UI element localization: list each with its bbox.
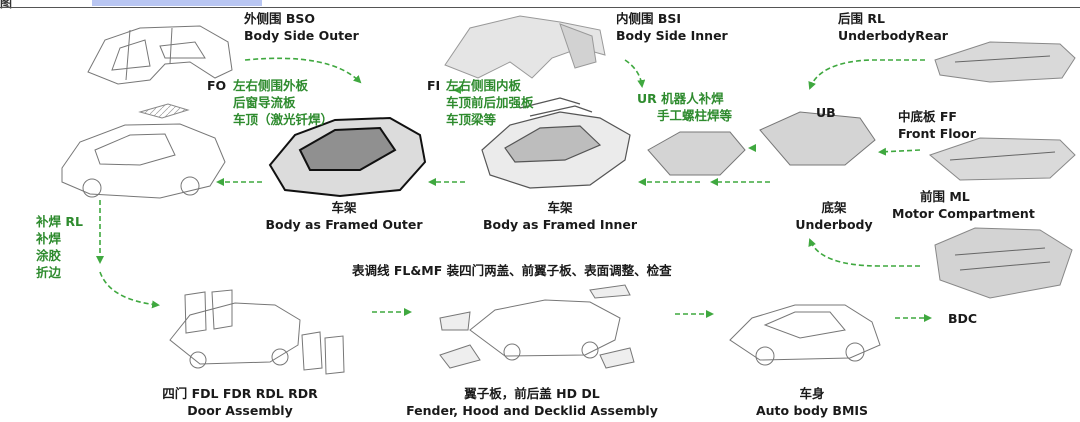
rl-en: UnderbodyRear bbox=[838, 28, 948, 43]
rl-weld-line-2: 补焊 bbox=[36, 231, 62, 246]
caption-bar: 图 bbox=[0, 0, 1080, 10]
ml-cn: 前围 ML bbox=[920, 189, 970, 204]
bsi-label: 内侧围 BSI Body Side Inner bbox=[616, 10, 728, 44]
ff-label: 中底板 FF Front Floor bbox=[898, 108, 976, 142]
caption-highlight bbox=[92, 0, 262, 6]
fender-cn: 翼子板，前后盖 HD DL bbox=[464, 386, 600, 401]
ml-label: 前围 ML Motor Compartment bbox=[892, 188, 1035, 222]
fi-step-3: 车顶梁等 bbox=[446, 112, 497, 127]
motor-compartment-illustration bbox=[934, 227, 1073, 299]
underbody-label: 底架 Underbody bbox=[786, 199, 882, 233]
fender-hood-illustration bbox=[439, 284, 635, 369]
underbody-cn: 底架 bbox=[821, 200, 847, 215]
ub-robot-illustration bbox=[647, 111, 876, 176]
flmf-text: 表调线 FL&MF 装四门两盖、前翼子板、表面调整、检查 bbox=[352, 263, 672, 278]
arrow-rl-to-ub bbox=[808, 59, 925, 90]
bsi-en: Body Side Inner bbox=[616, 28, 728, 43]
body-in-white-fo-illustration bbox=[61, 123, 226, 199]
bfo-en: Body as Framed Outer bbox=[265, 217, 423, 232]
rl-weld-label: 补焊 RL 补焊 涂胶 折边 bbox=[36, 213, 83, 281]
underbody-en: Underbody bbox=[795, 217, 873, 232]
flmf-label: 表调线 FL&MF 装四门两盖、前翼子板、表面调整、检查 bbox=[352, 262, 672, 279]
bsi-part-illustration bbox=[444, 15, 606, 79]
ml-en: Motor Compartment bbox=[892, 206, 1035, 221]
fi-step-1: 左右侧围内板 bbox=[446, 78, 522, 93]
body-framed-outer-illustration bbox=[268, 116, 427, 198]
auto-body-bmis-illustration bbox=[729, 304, 881, 366]
ur-label: UR 机器人补焊 手工螺柱焊等 bbox=[637, 90, 732, 124]
fo-step-3: 车顶（激光钎焊） bbox=[233, 112, 334, 127]
ur-line-2: 手工螺柱焊等 bbox=[657, 108, 733, 123]
bso-en: Body Side Outer bbox=[244, 28, 359, 43]
fo-step-1: 左右侧围外板 bbox=[233, 78, 309, 93]
flow-arrows bbox=[96, 57, 932, 322]
fender-label: 翼子板，前后盖 HD DL Fender, Hood and Decklid A… bbox=[402, 385, 662, 419]
rl-weld-line-4: 折边 bbox=[36, 265, 62, 280]
roof-panel-illustration bbox=[138, 103, 190, 119]
underbody-rear-illustration bbox=[934, 41, 1076, 83]
bmis-label: 车身 Auto body BMIS bbox=[752, 385, 872, 419]
fi-step-2: 车顶前后加强板 bbox=[446, 95, 534, 110]
rl-weld-line-3: 涂胶 bbox=[36, 248, 62, 263]
door-en: Door Assembly bbox=[187, 403, 293, 418]
caption-rule bbox=[0, 7, 1080, 8]
rl-weld-line-1: 补焊 RL bbox=[36, 214, 83, 229]
fi-steps: 左右侧围内板 车顶前后加强板 车顶梁等 bbox=[446, 77, 534, 128]
fo-steps: 左右侧围外板 后窗导流板 车顶（激光钎焊） bbox=[233, 77, 333, 128]
bso-label: 外侧围 BSO Body Side Outer bbox=[244, 10, 359, 44]
bfi-en: Body as Framed Inner bbox=[482, 217, 638, 232]
rl-cn: 后围 RL bbox=[838, 11, 885, 26]
ff-en: Front Floor bbox=[898, 126, 976, 141]
bsi-cn: 内侧围 BSI bbox=[616, 11, 682, 26]
arrow-bsi-to-ur bbox=[624, 59, 646, 88]
front-floor-illustration bbox=[928, 137, 1076, 181]
bfo-cn: 车架 bbox=[331, 200, 357, 215]
bdc-label: BDC bbox=[948, 311, 978, 326]
door-assembly-illustration bbox=[169, 289, 345, 375]
fo-code: FO bbox=[207, 78, 227, 93]
bfo-label: 车架 Body as Framed Outer bbox=[264, 199, 424, 233]
rl-label: 后围 RL UnderbodyRear bbox=[838, 10, 948, 44]
fi-code: FI bbox=[427, 78, 441, 93]
ub-label: UB bbox=[816, 105, 836, 120]
arrow-rl-to-door bbox=[99, 271, 160, 309]
arrow-ml-to-underbody bbox=[808, 238, 920, 267]
ur-line-1: UR 机器人补焊 bbox=[637, 91, 724, 106]
figure-prefix: 图 bbox=[0, 0, 13, 10]
fo-step-2: 后窗导流板 bbox=[233, 95, 296, 110]
bso-cn: 外侧围 BSO bbox=[244, 11, 316, 26]
ff-cn: 中底板 FF bbox=[898, 109, 957, 124]
door-cn: 四门 FDL FDR RDL RDR bbox=[162, 386, 318, 401]
bfi-cn: 车架 bbox=[547, 200, 573, 215]
bso-part-illustration bbox=[87, 25, 233, 85]
arrow-bso-to-fo bbox=[244, 57, 362, 84]
bfi-label: 车架 Body as Framed Inner bbox=[480, 199, 640, 233]
bmis-cn: 车身 bbox=[799, 386, 825, 401]
fi-label: FI bbox=[427, 77, 440, 94]
fo-label: FO bbox=[207, 77, 226, 94]
bmis-en: Auto body BMIS bbox=[755, 403, 869, 418]
door-label: 四门 FDL FDR RDL RDR Door Assembly bbox=[150, 385, 330, 419]
arrow-ff-to-ub bbox=[878, 147, 921, 156]
fender-en: Fender, Hood and Decklid Assembly bbox=[406, 403, 658, 418]
body-framed-inner-illustration bbox=[481, 97, 631, 189]
